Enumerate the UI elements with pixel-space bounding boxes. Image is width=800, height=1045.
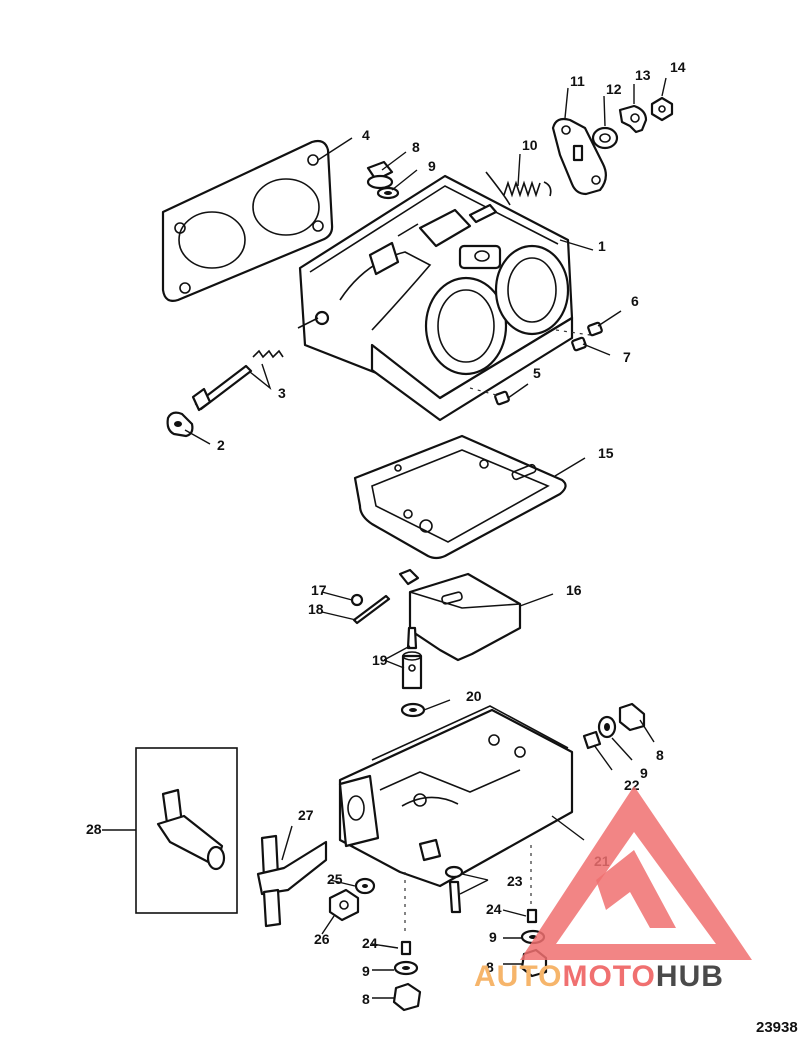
callout-9: 9 bbox=[489, 929, 497, 945]
part-22-screw-right bbox=[582, 730, 602, 750]
part-17-ball bbox=[350, 593, 364, 607]
callout-labels: 1234567888899991011121314151617181920212… bbox=[86, 59, 686, 1007]
callout-10: 10 bbox=[522, 137, 538, 153]
part-16-pump-block bbox=[398, 568, 522, 662]
callout-9: 9 bbox=[362, 963, 370, 979]
callout-24: 24 bbox=[362, 935, 378, 951]
callout-13: 13 bbox=[635, 67, 651, 83]
leader-lines bbox=[102, 77, 667, 999]
part-26-plug bbox=[328, 888, 360, 922]
callout-24: 24 bbox=[486, 901, 502, 917]
callout-1: 1 bbox=[598, 238, 606, 254]
callout-8: 8 bbox=[486, 959, 494, 975]
alignment-line bbox=[469, 387, 501, 397]
part-3-adjusting-screw bbox=[191, 349, 284, 412]
watermark-inner-mark-icon bbox=[596, 850, 676, 928]
callout-15: 15 bbox=[598, 445, 614, 461]
callout-14: 14 bbox=[670, 59, 686, 75]
alignment-line bbox=[555, 329, 591, 336]
part-11-lever-plate bbox=[551, 117, 607, 196]
callout-16: 16 bbox=[566, 582, 582, 598]
part-20-gasket-ring bbox=[400, 702, 426, 718]
part-8-plug-right bbox=[618, 702, 646, 732]
callout-5: 5 bbox=[533, 365, 541, 381]
part-9-washer-bottom-left bbox=[393, 960, 419, 976]
callout-18: 18 bbox=[308, 601, 324, 617]
callout-20: 20 bbox=[466, 688, 482, 704]
part-8-plug-top bbox=[366, 160, 400, 200]
callout-9: 9 bbox=[640, 765, 648, 781]
part-25-washer bbox=[354, 877, 376, 895]
callout-4: 4 bbox=[362, 127, 370, 143]
part-5-screw bbox=[494, 390, 510, 406]
callout-26: 26 bbox=[314, 931, 330, 947]
callout-19: 19 bbox=[372, 652, 388, 668]
callout-7: 7 bbox=[623, 349, 631, 365]
part-4-top-gasket bbox=[161, 139, 334, 302]
watermark-hub-text: HUB bbox=[656, 960, 724, 993]
callout-3: 3 bbox=[278, 385, 286, 401]
callout-8: 8 bbox=[412, 139, 420, 155]
figure-number: 23938 bbox=[756, 1019, 798, 1036]
part-7-screw bbox=[571, 336, 587, 352]
part-19-nozzle bbox=[401, 626, 423, 690]
watermark-moto-text: MOTO bbox=[562, 960, 655, 993]
callout-17: 17 bbox=[311, 582, 327, 598]
callout-9: 9 bbox=[428, 158, 436, 174]
callout-25: 25 bbox=[327, 871, 343, 887]
part-28-box bbox=[135, 747, 238, 914]
watermark-logo: AUTOMOTOHUB bbox=[474, 786, 752, 993]
part-21-float-bowl bbox=[338, 705, 574, 888]
callout-8: 8 bbox=[362, 991, 370, 1007]
part-9-washer-right bbox=[597, 715, 617, 739]
part-12-washer bbox=[591, 126, 619, 150]
callout-28: 28 bbox=[86, 821, 102, 837]
callout-6: 6 bbox=[631, 293, 639, 309]
svg-text:AUTOMOTOHUB: AUTOMOTOHUB bbox=[474, 960, 724, 993]
part-24-screw-bottom-right bbox=[526, 908, 538, 924]
part-15-middle-gasket bbox=[353, 434, 567, 560]
part-18-pin bbox=[352, 594, 391, 625]
part-14-nut bbox=[650, 96, 674, 122]
part-8-plug-bottom-left bbox=[392, 982, 422, 1012]
callout-27: 27 bbox=[298, 807, 314, 823]
part-10-spring bbox=[485, 171, 552, 206]
callout-11: 11 bbox=[570, 73, 585, 89]
part-27-fitting bbox=[256, 834, 328, 928]
callout-23: 23 bbox=[507, 873, 523, 889]
part-23-screw-washer bbox=[444, 865, 464, 914]
part-1-throttle-body bbox=[297, 174, 574, 422]
watermark-auto-text: AUTO bbox=[474, 960, 562, 993]
callout-12: 12 bbox=[606, 81, 622, 97]
part-24-screw-bottom-left bbox=[400, 940, 412, 956]
callout-8: 8 bbox=[656, 747, 664, 763]
callout-2: 2 bbox=[217, 437, 225, 453]
part-13-tab-washer bbox=[618, 104, 648, 134]
